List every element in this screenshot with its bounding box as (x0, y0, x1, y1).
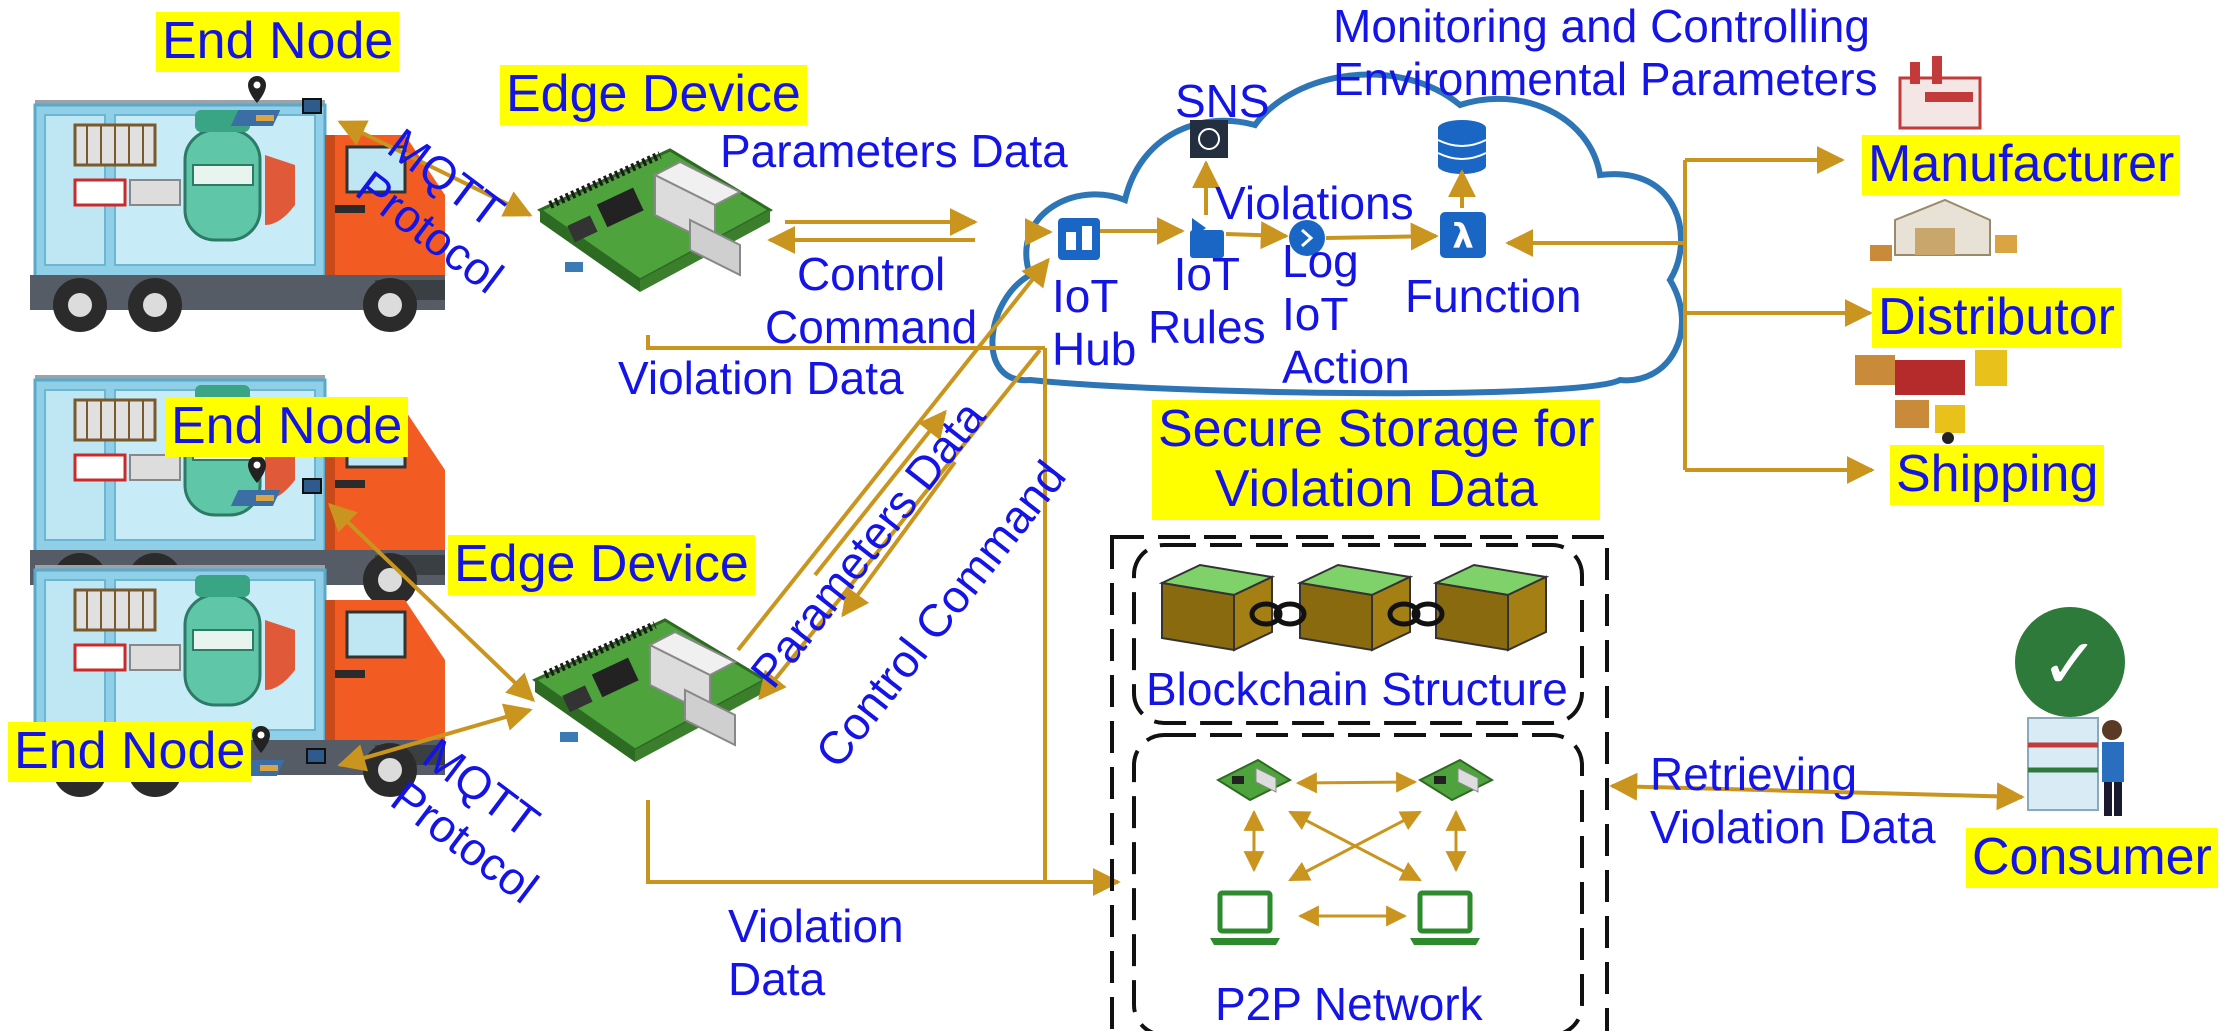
consumer-icon: ✓ (2015, 607, 2125, 816)
function-label: Function (1405, 270, 1582, 322)
shipping-label: Shipping (1890, 445, 2105, 505)
end-node-label-mid: End Node (165, 397, 409, 457)
sns-icon (1190, 120, 1228, 158)
raspberry-pi-icon-2 (535, 620, 765, 762)
manufacturer-label: Manufacturer (1862, 135, 2181, 195)
p2p-box (1132, 733, 1584, 1031)
end-node-label-bottom: End Node (8, 722, 252, 782)
laptop-icon-1 (1210, 893, 1280, 945)
p2p-node-pi-1 (1217, 759, 1291, 801)
parameters-data-label-top: Parameters Data (720, 125, 1068, 177)
log-action-icon (1289, 220, 1325, 256)
check-circle-icon: ✓ (2041, 623, 2100, 705)
cloud-boundary (989, 71, 1685, 397)
end-node-label-top: End Node (156, 12, 400, 72)
blockchain-block-icon-3 (1435, 564, 1547, 651)
database-icon (1437, 120, 1487, 174)
edge-device-label-top: Edge Device (500, 65, 807, 125)
warehouse-icon (1870, 198, 2017, 261)
svg-text:λ: λ (1452, 217, 1474, 257)
iot-rules-icon (1190, 218, 1224, 258)
blockchain-box (1132, 543, 1584, 725)
sns-label: SNS (1175, 75, 1270, 127)
consumer-label: Consumer (1966, 828, 2218, 888)
edge-device-label-bottom: Edge Device (448, 535, 755, 595)
p2p-network-label: P2P Network (1215, 978, 1483, 1030)
blockchain-structure-label: Blockchain Structure (1146, 663, 1568, 715)
secure-storage-box (1110, 535, 1609, 1031)
factory-icon (1898, 56, 1982, 130)
chain-link-icon (1249, 601, 1445, 627)
violation-data-label-top: Violation Data (618, 352, 904, 404)
lambda-icon: λ (1440, 212, 1486, 258)
distributor-label: Distributor (1872, 288, 2121, 348)
p2p-node-pi-2 (1419, 759, 1493, 801)
iot-hub-icon (1058, 218, 1100, 260)
laptop-icon-2 (1410, 893, 1480, 945)
forklift-icon (1855, 350, 2007, 444)
violations-label: Violations (1215, 177, 1414, 229)
